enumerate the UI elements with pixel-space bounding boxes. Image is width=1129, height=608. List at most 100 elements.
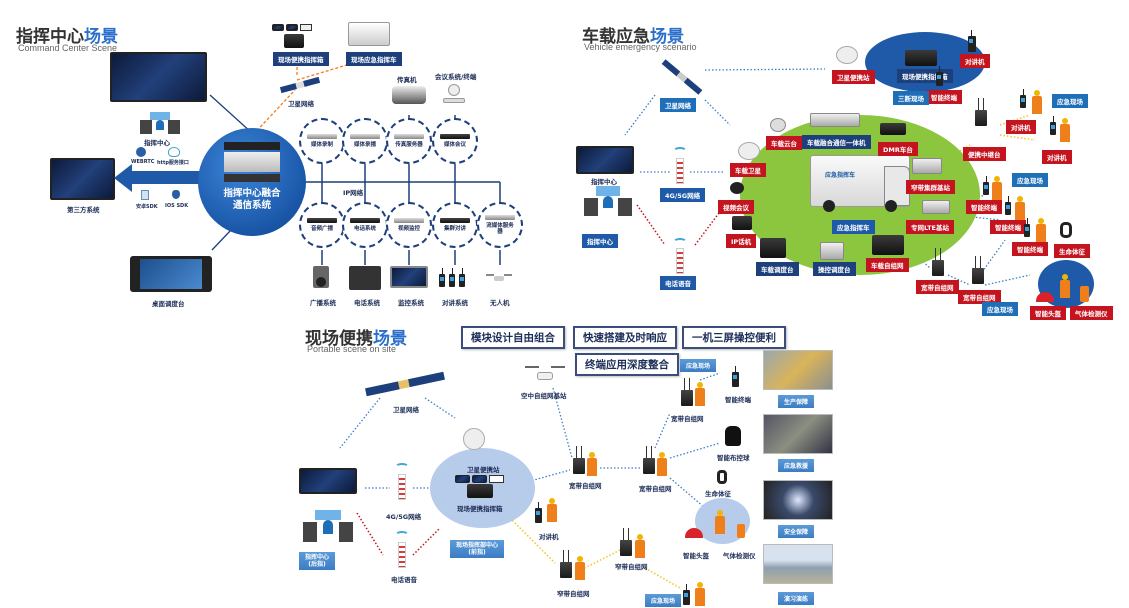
api-cloud-icon — [168, 147, 180, 157]
photo-production — [763, 350, 833, 390]
vehicle-title: 车载应急场景 — [582, 22, 684, 47]
vital-band-icon — [717, 470, 727, 484]
conference-terminal-label: 会议系统/终端 — [435, 73, 477, 81]
smart-helmet-icon — [685, 528, 703, 538]
title-highlight: 场景 — [650, 27, 684, 47]
vehicle-part-tag: DMR车台 — [878, 142, 918, 156]
module-label: 流媒体服务器 — [486, 222, 514, 235]
scene-tag: 应急现场 — [982, 302, 1018, 316]
photo-caption: 演习演练 — [778, 592, 815, 605]
narrowband-mesh-icon — [620, 528, 632, 556]
tag-line: (前指) — [468, 549, 486, 557]
endpoint-drone-label: 无人机 — [490, 299, 510, 307]
narrowband-station-icon — [912, 158, 942, 174]
photo-caption: 应急救援 — [778, 459, 815, 472]
walkie-talkie-icon — [535, 502, 542, 523]
monitor-wall-icon — [390, 266, 428, 288]
desktop-console-device — [130, 256, 212, 292]
drone-icon — [486, 274, 512, 282]
firefighter-icon — [587, 452, 597, 476]
relay-tag: 便携中继台 — [963, 147, 1006, 161]
vehicle-mesh-icon — [872, 235, 904, 255]
vehicle-subtitle: Vehicle emergency scenario — [584, 42, 697, 52]
broadband-mesh-tag: 宽带自组网 — [958, 290, 1001, 304]
broadband-mesh-icon — [972, 256, 984, 284]
smart-camera-icon — [725, 426, 741, 446]
smart-terminal-icon — [983, 176, 989, 195]
wifi-signal-icon — [673, 147, 687, 155]
firefighter-icon — [695, 582, 705, 606]
module-media-recording: 媒体录制 — [299, 118, 345, 164]
vehicle-console-icon — [760, 238, 786, 258]
vehicle-part-tag: 车载调度台 — [756, 262, 799, 276]
scene-bottom-tag: 应急现场 — [645, 594, 682, 607]
chassis-icon — [224, 152, 280, 172]
narrowband-mesh-label: 窄带自组网 — [615, 563, 648, 571]
control-console-icon — [820, 242, 844, 260]
broadband-mesh-label: 宽带自组网 — [671, 415, 704, 423]
command-box-icon — [467, 484, 493, 498]
vehicle-part-tag: 车载自组网 — [866, 258, 909, 272]
photo-drill — [763, 544, 833, 584]
broadband-mesh-icon — [573, 446, 585, 474]
gas-detector-icon — [737, 524, 745, 538]
title-highlight: 场景 — [373, 329, 407, 349]
operator-desk-icon — [303, 510, 353, 542]
feature-three-screens: 一机三屏操控便利 — [682, 326, 786, 349]
scene-top-tag: 应急现场 — [680, 359, 717, 372]
broadband-mesh-label: 宽带自组网 — [639, 485, 672, 493]
title-main: 车载应急 — [582, 27, 650, 47]
command-vehicle-icon: 应急指挥车 — [810, 155, 910, 212]
interface-arrow — [130, 171, 210, 184]
smart-terminal-icon — [683, 584, 690, 605]
smart-terminal-tag: 智能终端 — [926, 90, 962, 104]
module-label: 电话系统 — [353, 225, 376, 232]
lte-station-icon — [922, 200, 950, 214]
aerial-mesh-label: 空中自组网基站 — [521, 392, 567, 400]
command-center-screen — [576, 146, 634, 174]
broadband-mesh-tag: 宽带自组网 — [916, 280, 959, 294]
network-4g5g-tag: 4G/5G网络 — [660, 188, 706, 202]
command-box-label: 现场便携指挥箱 — [457, 505, 503, 513]
smart-helmet-icon — [1036, 292, 1054, 302]
firefighter-icon — [1032, 90, 1042, 114]
smart-terminal-icon — [936, 66, 943, 86]
firefighter-icon — [1015, 196, 1025, 220]
vehicle-part-tag: 车载云台 — [766, 136, 802, 150]
firefighter-icon — [992, 176, 1002, 200]
endpoint-broadcast-label: 广播系统 — [310, 299, 336, 307]
command-center-subtitle: Command Center Scene — [18, 43, 118, 53]
cell-tower-icon — [398, 542, 406, 568]
walkie-talkie-tag: 对讲机 — [960, 54, 990, 68]
satellite-dish-icon — [738, 142, 760, 160]
module-fax-server: 传真服务器 — [386, 118, 432, 164]
module-audio-broadcast: 音频广播 — [299, 202, 345, 248]
satellite-network-label: 卫星网络 — [288, 100, 314, 108]
gas-detector-label: 气体检测仪 — [723, 552, 756, 560]
broadband-mesh-icon — [681, 378, 693, 406]
satellite-network-tag: 卫星网络 — [660, 98, 696, 112]
smart-terminal-icon — [732, 366, 739, 387]
command-center-screen — [299, 468, 357, 494]
walkie-talkie-tag: 对讲机 — [1042, 150, 1072, 164]
command-center-bottom-tag: 指挥中心 — [582, 234, 618, 248]
gas-detector-icon — [1080, 286, 1089, 302]
endpoint-monitor-label: 监控系统 — [398, 299, 424, 307]
firefighter-icon — [715, 510, 725, 534]
walkie-talkie-tag: 对讲机 — [1006, 120, 1036, 134]
module-label: 音频广播 — [310, 225, 333, 232]
apple-icon — [172, 190, 180, 199]
module-media-conference: 媒体会议 — [432, 118, 478, 164]
walkie-talkie-icon — [968, 30, 976, 52]
command-box-case — [284, 34, 304, 48]
vehicle-part-tag: 车载融合通信一体机 — [802, 135, 871, 149]
walkie-talkie-icon — [1020, 89, 1026, 108]
satellite-network-label: 卫星网络 — [393, 406, 419, 414]
storage-icon — [224, 174, 280, 182]
firefighter-icon — [1036, 218, 1046, 242]
cell-tower-icon — [398, 474, 406, 500]
walkie-talkie-icon — [1050, 116, 1056, 135]
title-highlight: 场景 — [84, 27, 118, 47]
module-label: 视频监控 — [397, 225, 420, 232]
vehicle-part-tag: 专网LTE基站 — [906, 220, 954, 234]
